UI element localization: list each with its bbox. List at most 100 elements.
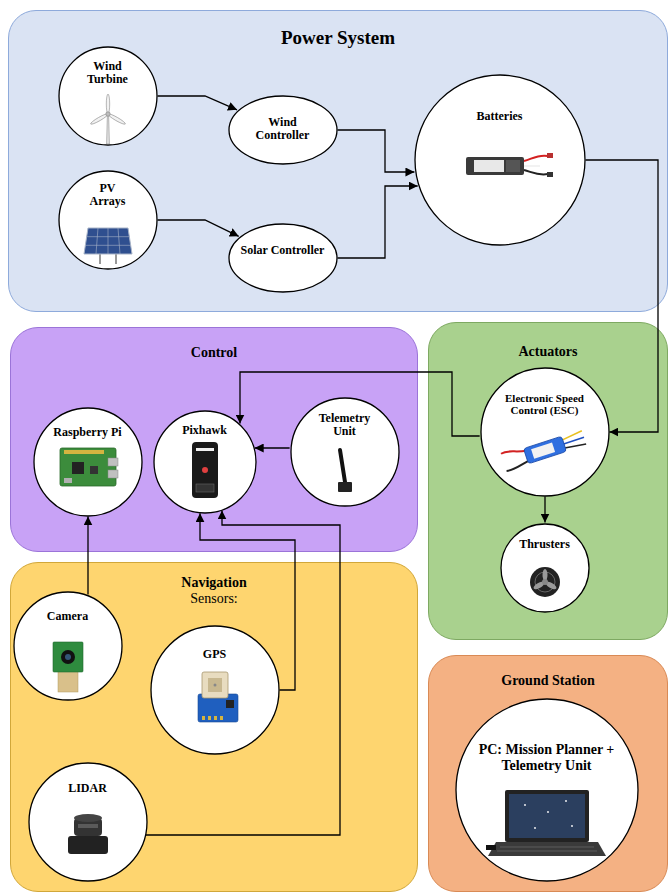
raspberry-pi-icon-part xyxy=(64,478,72,483)
thruster-icon-part xyxy=(532,580,545,590)
thruster-icon-part xyxy=(530,567,560,597)
panel-title: Power System xyxy=(9,27,667,49)
controller-ellipse: Wind Controller xyxy=(228,95,338,165)
connector-arrow xyxy=(337,186,417,258)
esc-icon xyxy=(501,427,587,471)
raspberry-pi-icon-part xyxy=(108,470,118,478)
laptop-icon-part xyxy=(486,845,496,850)
gps-icon-part xyxy=(198,694,238,722)
laptop-icon-part xyxy=(524,804,526,806)
circle-outline xyxy=(150,625,280,755)
component-label: Camera xyxy=(33,610,103,624)
component-circle: Electronic Speed Control (ESC) xyxy=(480,367,610,497)
connector-arrow xyxy=(157,96,237,110)
gps-icon-part xyxy=(214,684,217,687)
laptop-icon-part xyxy=(505,790,589,842)
connector-arrow xyxy=(240,372,480,436)
component-circle: GPS xyxy=(150,625,280,755)
thruster-icon xyxy=(530,567,560,597)
lidar-icon-part xyxy=(68,836,108,854)
esc-icon-part xyxy=(562,437,584,444)
circle-outline-shape xyxy=(59,47,157,145)
connector-arrow xyxy=(87,516,88,594)
circle-outline xyxy=(228,223,338,293)
battery-icon-part xyxy=(547,153,553,158)
wind-turbine-icon-part xyxy=(107,113,126,126)
lidar-icon-part xyxy=(74,818,102,836)
laptop-icon-part xyxy=(547,811,549,813)
lidar-icon-part xyxy=(78,824,98,828)
controller-ellipse: Solar Controller xyxy=(228,223,338,293)
antenna-icon-part xyxy=(340,450,345,482)
battery-icon-part xyxy=(466,157,524,175)
circle-outline xyxy=(480,367,610,497)
circle-outline xyxy=(13,591,123,701)
thruster-icon-part xyxy=(543,569,548,581)
laptop-icon-part xyxy=(534,827,536,829)
component-circle: Thrusters xyxy=(500,523,590,613)
component-label: Wind Turbine xyxy=(80,60,136,88)
component-label: Thrusters xyxy=(510,538,580,552)
circle-outline xyxy=(414,74,586,246)
gps-icon-part xyxy=(202,672,228,698)
component-label: GPS xyxy=(180,648,250,662)
laptop-icon-part xyxy=(509,794,585,838)
camera-icon-part xyxy=(61,650,75,664)
laptop-icon-part xyxy=(500,847,594,848)
pixhawk-icon-part xyxy=(202,467,208,473)
component-label: PC: Mission Planner + Telemetry Unit xyxy=(467,742,627,774)
gps-icon-part xyxy=(202,716,205,720)
connector-arrow xyxy=(146,510,340,835)
battery-icon-part xyxy=(524,165,540,167)
circle-outline-shape xyxy=(481,368,609,496)
raspberry-pi-icon-part xyxy=(72,462,84,474)
wind-turbine-icon-part xyxy=(90,113,109,126)
raspberry-pi-icon-part xyxy=(60,448,116,486)
pixhawk-icon-part xyxy=(196,484,214,492)
component-circle: PC: Mission Planner + Telemetry Unit xyxy=(455,698,639,882)
lidar-icon xyxy=(68,814,108,854)
solar-panel-icon-part xyxy=(118,228,120,254)
circle-outline xyxy=(455,698,639,882)
component-circle: LIDAR xyxy=(28,762,148,882)
laptop-icon-part xyxy=(497,851,597,852)
component-label: LIDAR xyxy=(53,782,123,796)
circle-outline xyxy=(33,407,143,517)
solar-panel-icon-part xyxy=(85,245,130,246)
gps-icon xyxy=(198,672,238,722)
group-panel: NavigationSensors:CameraGPSLIDAR xyxy=(10,562,418,892)
laptop-icon-part xyxy=(488,842,606,856)
esc-icon-part xyxy=(531,442,555,458)
panel-title: Ground Station xyxy=(429,673,667,689)
component-circle: Pixhawk xyxy=(153,410,257,514)
component-label: Raspberry Pi xyxy=(43,426,133,440)
laptop-icon-part xyxy=(565,800,567,802)
wind-turbine-icon xyxy=(90,94,126,144)
battery-icon-part xyxy=(506,160,520,172)
group-panel: Ground StationPC: Mission Planner + Tele… xyxy=(428,655,668,892)
thruster-icon-part xyxy=(535,572,555,592)
wind-turbine-icon-part xyxy=(107,114,110,144)
pixhawk-icon-part xyxy=(192,442,218,498)
panel-title: Actuators xyxy=(429,344,667,360)
circle-outline-shape xyxy=(229,224,337,292)
raspberry-pi-icon-part xyxy=(108,458,118,466)
gps-icon-part xyxy=(226,700,234,708)
battery-icon-part xyxy=(524,156,548,161)
connector-arrow xyxy=(200,513,295,690)
battery-icon-part xyxy=(474,160,504,172)
solar-panel-icon-part xyxy=(115,254,117,264)
battery-icon-part xyxy=(524,170,548,175)
raspberry-pi-icon-part xyxy=(90,466,98,474)
circle-outline-shape xyxy=(415,75,585,245)
connector-arrow xyxy=(585,160,658,432)
esc-icon-part xyxy=(563,441,586,451)
circle-outline-shape xyxy=(151,626,279,754)
panel-title: Navigation xyxy=(11,575,417,591)
component-label: Electronic Speed Control (ESC) xyxy=(493,392,597,417)
solar-panel-icon-part xyxy=(108,228,109,254)
circle-outline-shape xyxy=(501,524,589,612)
laptop-icon-part xyxy=(571,825,573,827)
raspberry-pi-icon-part xyxy=(64,450,104,454)
